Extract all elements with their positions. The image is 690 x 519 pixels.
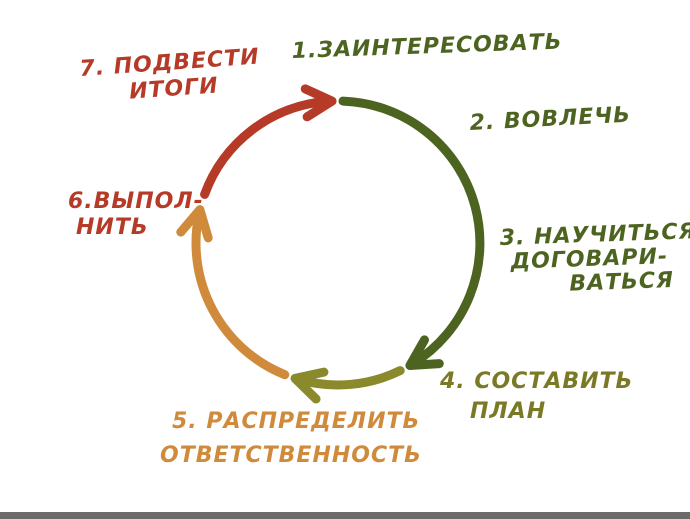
step-6-line-1: 6.ВЫПОЛ- xyxy=(68,189,204,214)
arrow-red-icon xyxy=(300,84,337,122)
step-3-line-2: ДОГОВАРИ- xyxy=(509,244,668,275)
arrow-orange-icon xyxy=(176,205,213,243)
step-7-line-2: ИТОГИ xyxy=(128,73,219,104)
step-label-2: 2. ВОВЛЕЧЬ xyxy=(469,103,632,136)
arc-green xyxy=(338,96,485,368)
arc-orange xyxy=(191,209,290,380)
step-4-line-2: ПЛАН xyxy=(470,399,546,424)
step-4-line-1: 4. СОСТАВИТЬ xyxy=(439,369,633,394)
arc-red xyxy=(200,96,333,199)
cycle-arcs xyxy=(176,84,485,404)
bottom-bar xyxy=(0,512,690,519)
step-6-line-2: НИТЬ xyxy=(76,215,149,240)
step-3-line-3: ВАТЬСЯ xyxy=(569,268,674,297)
step-1-line-1: 1.ЗАИНТЕРЕСОВАТЬ xyxy=(291,30,562,64)
step-2-line-1: 2. ВОВЛЕЧЬ xyxy=(469,103,632,136)
step-5-line-2: ОТВЕТСТВЕННОСТЬ xyxy=(160,443,422,468)
step-label-1: 1.ЗАИНТЕРЕСОВАТЬ xyxy=(291,30,562,64)
step-label-4: 4. СОСТАВИТЬ ПЛАН xyxy=(439,369,633,424)
step-5-line-1: 5. РАСПРЕДЕЛИТЬ xyxy=(172,409,420,434)
step-label-5: 5. РАСПРЕДЕЛИТЬ ОТВЕТСТВЕННОСТЬ xyxy=(160,409,422,468)
step-label-6: 6.ВЫПОЛ-НИТЬ xyxy=(68,189,204,240)
arrow-green-icon xyxy=(405,335,444,370)
arrow-olive-icon xyxy=(290,367,329,404)
step-labels: 1.ЗАИНТЕРЕСОВАТЬ 2. ВОВЛЕЧЬ 3. НАУЧИТЬСЯДО… xyxy=(68,30,690,468)
arc-olive xyxy=(294,366,405,390)
